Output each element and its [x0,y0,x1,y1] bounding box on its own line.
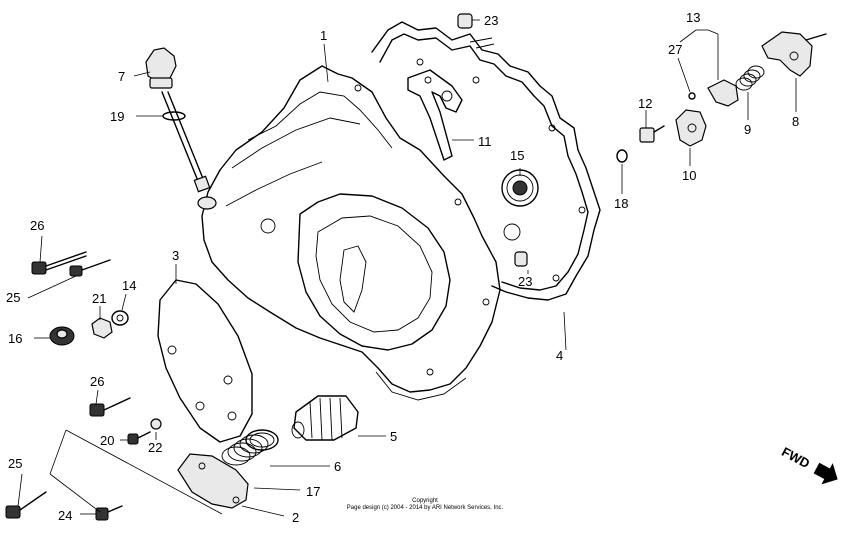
callout-21: 21 [92,291,106,306]
copyright-notice: Copyright Page design (c) 2004 - 2014 by… [330,498,520,512]
callout-9: 9 [744,122,751,137]
filter-spring [221,434,269,466]
oil-filler-cap-dipstick [145,47,211,193]
callout-22: 22 [148,440,162,455]
callout-3: 3 [172,248,179,263]
bolt-12 [639,125,665,143]
callout-labels: 1 2 3 4 5 6 7 8 9 10 11 12 13 14 15 16 1… [6,10,799,525]
callout-1: 1 [320,28,327,43]
nut-21 [91,317,113,339]
bolt-25-lower [5,491,47,519]
bolt-25-upper [69,259,111,277]
callout-25-lower: 25 [8,456,22,471]
callout-16: 16 [8,331,22,346]
callout-7: 7 [118,69,125,84]
callout-19: 19 [110,109,124,124]
callout-18: 18 [614,196,628,211]
bolt-24 [95,505,123,521]
stopper-arm-13 [707,79,739,107]
callout-20: 20 [100,433,114,448]
copyright-title: Copyright [412,498,438,504]
bolt-26-lower [89,397,131,417]
callout-15: 15 [510,148,524,163]
dowel-pin-upper [457,13,473,29]
callout-17: 17 [306,484,320,499]
callout-12: 12 [638,96,652,111]
spring-9 [735,65,765,91]
dowel-pin-lower [514,251,528,267]
washer-22 [150,418,162,430]
callout-8: 8 [792,114,799,129]
shift-arm [407,69,463,161]
forward-direction-arrow: FWD [779,444,838,485]
callout-26-lower: 26 [90,374,104,389]
right-crankcase-cover [197,65,501,401]
cap-nut-16 [49,326,75,346]
callout-25-upper: 25 [6,290,20,305]
callout-10: 10 [682,168,696,183]
callout-23-upper: 23 [484,13,498,28]
washer-18 [616,149,628,163]
shift-cam-10 [675,109,707,147]
oil-filter [291,395,359,441]
callout-23-lower: 23 [518,274,532,289]
filter-cover [157,279,253,443]
callout-11: 11 [478,134,492,149]
callout-27: 27 [668,42,682,57]
gasket [371,21,601,301]
callout-14: 14 [122,278,136,293]
callout-2: 2 [292,510,299,525]
bolt-upper-left [31,251,87,275]
callout-26-upper: 26 [30,218,44,233]
o-ring [162,111,186,121]
callout-13: 13 [686,10,700,25]
callout-6: 6 [334,459,341,474]
screw-20 [127,431,151,445]
pin-27 [688,92,696,100]
shift-drum-stopper-8 [761,31,827,77]
oil-filter-cap [177,453,249,509]
copyright-text: Page design (c) 2004 - 2014 by ARI Netwo… [346,505,504,511]
arrow-icon [813,462,838,485]
callout-5: 5 [390,429,397,444]
callout-24: 24 [58,508,72,523]
washer-14 [111,310,129,326]
callout-4: 4 [556,348,563,363]
leader-lines [17,19,797,517]
fwd-label: FWD [779,444,812,471]
